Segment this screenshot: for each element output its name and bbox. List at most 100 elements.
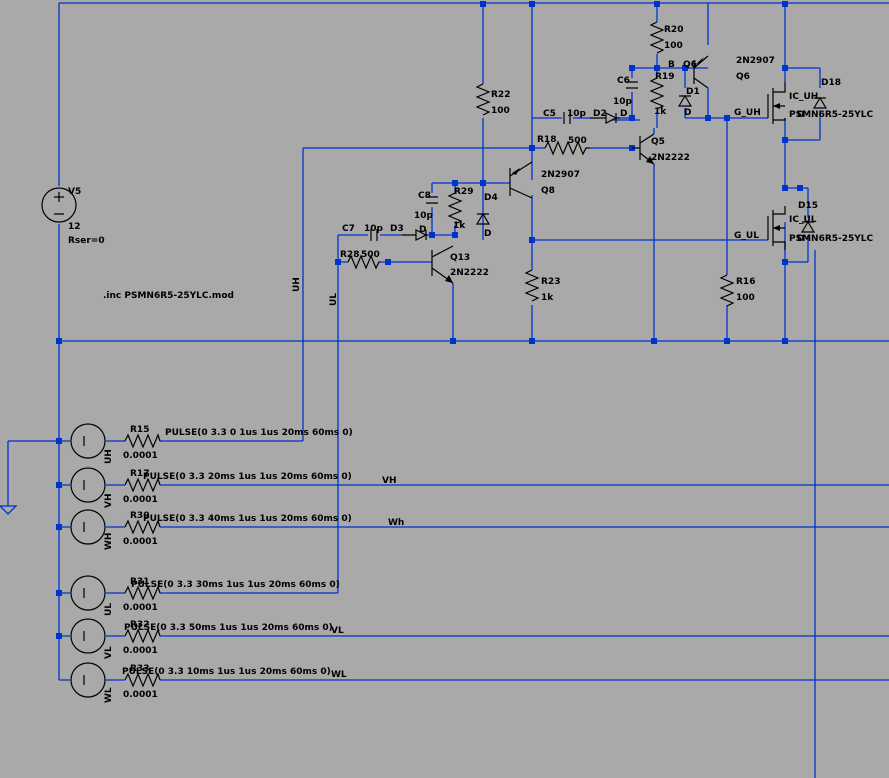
q6-name: Q6 <box>736 72 750 82</box>
q8-value: 2N2907 <box>541 170 580 180</box>
c8-capacitor[interactable] <box>426 196 438 204</box>
include-directive: .inc PSMN6R5-25YLC.mod <box>103 291 234 301</box>
pulse-spec-4: PULSE(0 3.3 50ms 1us 1us 20ms 60ms 0) <box>124 623 333 633</box>
pulse-resistor-name-2: R30 <box>130 511 149 521</box>
pulse-resistor-value-1: 0.0001 <box>123 495 158 505</box>
net-vl-label: VL <box>331 626 344 636</box>
pulse-resistor-name-1: R17 <box>130 469 149 479</box>
r28-resistor[interactable] <box>347 254 380 270</box>
pulse-resistor-value-0: 0.0001 <box>123 451 158 461</box>
pulse-resistor-name-5: R33 <box>130 664 149 674</box>
pulse-resistor-1[interactable] <box>124 477 161 493</box>
pulse-source-5[interactable] <box>70 662 106 698</box>
r16-resistor[interactable] <box>719 274 735 307</box>
mosfet-uh-name: IC_UH <box>789 92 818 102</box>
mosfet-uh[interactable] <box>767 82 786 124</box>
r20-name: R20 <box>664 25 683 35</box>
r22-value: 100 <box>491 106 510 116</box>
v5-source[interactable] <box>41 187 77 223</box>
net-uh-label: UH <box>292 277 302 292</box>
c8-value: 10p <box>414 211 434 221</box>
r16-name: R16 <box>736 277 755 287</box>
d1-value: D <box>684 108 691 118</box>
q8-pnp-transistor[interactable] <box>509 161 533 199</box>
q13-name: Q13 <box>450 253 470 263</box>
d1-name: D1 <box>686 87 700 97</box>
pulse-source-label-3: UL <box>104 603 114 616</box>
r22-resistor[interactable] <box>475 83 491 116</box>
r29-value: 1k <box>453 221 466 231</box>
d18-diode[interactable] <box>812 96 828 109</box>
pulse-spec-1: PULSE(0 3.3 20ms 1us 1us 20ms 60ms 0) <box>143 472 352 482</box>
d3-value: D <box>419 225 426 235</box>
r19-value: 1k <box>654 107 667 117</box>
q8-name: Q8 <box>541 186 555 196</box>
pulse-source-2[interactable] <box>70 509 106 545</box>
c7-capacitor[interactable] <box>370 229 378 241</box>
v5-rser: Rser=0 <box>68 236 105 246</box>
d18-name: D18 <box>821 78 841 88</box>
r23-resistor[interactable] <box>524 269 540 302</box>
c7-name: C7 <box>342 224 355 234</box>
d3-name: D3 <box>390 224 404 234</box>
c6-name: C6 <box>617 76 630 86</box>
r22-name: R22 <box>491 90 510 100</box>
pulse-source-label-5: WL <box>104 687 114 703</box>
r16-value: 100 <box>736 293 755 303</box>
mosfet-uh-value: PSMN6R5-25YLC <box>789 110 874 120</box>
r18-name: R18 <box>537 135 556 145</box>
net-b: B <box>668 60 675 70</box>
q5-npn-transistor[interactable] <box>632 133 655 165</box>
pulse-source-1[interactable] <box>70 467 106 503</box>
r20-resistor[interactable] <box>649 21 665 54</box>
pulse-resistor-5[interactable] <box>124 672 161 688</box>
c6-capacitor[interactable] <box>626 81 638 89</box>
q6-pnp-transistor[interactable] <box>693 55 709 89</box>
pulse-resistor-3[interactable] <box>124 585 161 601</box>
d1-diode[interactable] <box>677 94 693 107</box>
d4-value: D <box>484 229 491 239</box>
c5-capacitor[interactable] <box>563 112 571 124</box>
d4-diode[interactable] <box>475 212 491 225</box>
r29-resistor[interactable] <box>447 192 463 225</box>
pulse-resistor-2[interactable] <box>124 519 161 535</box>
net-wl-label: WL <box>331 670 347 680</box>
net-ul-label: UL <box>329 293 339 306</box>
q13-value: 2N2222 <box>450 268 489 278</box>
c6-value: 10p <box>613 97 633 107</box>
d18-value: D <box>797 110 804 120</box>
pulse-resistor-0[interactable] <box>124 433 161 449</box>
pulse-source-3[interactable] <box>70 575 106 611</box>
r18-resistor[interactable] <box>544 140 590 156</box>
d2-value: D <box>620 109 627 119</box>
q5-name: Q5 <box>651 137 665 147</box>
q13-npn-transistor[interactable] <box>431 245 454 284</box>
c5-value: 10p <box>567 109 587 119</box>
pulse-resistor-value-2: 0.0001 <box>123 537 158 547</box>
r19-resistor[interactable] <box>649 77 665 110</box>
c7-value: 10p <box>364 224 384 234</box>
net-g-uh: G_UH <box>734 108 761 118</box>
mosfet-ul-value: PSMN6R5-25YLC <box>789 234 874 244</box>
pulse-resistor-4[interactable] <box>124 628 161 644</box>
d4-name: D4 <box>484 193 498 203</box>
d2-name: D2 <box>593 109 607 119</box>
r23-name: R23 <box>541 277 560 287</box>
v5-name: V5 <box>68 187 81 197</box>
pulse-resistor-value-4: 0.0001 <box>123 646 158 656</box>
r28-name: R28 <box>340 250 359 260</box>
pulse-source-label-2: WH <box>104 533 114 550</box>
c8-name: C8 <box>418 191 431 201</box>
d2-diode[interactable] <box>590 112 620 124</box>
pulse-spec-3: PULSE(0 3.3 30ms 1us 1us 20ms 60ms 0) <box>131 580 340 590</box>
r19-name: R19 <box>655 72 674 82</box>
pulse-source-0[interactable] <box>70 423 106 459</box>
d15-diode[interactable] <box>800 220 816 233</box>
pulse-source-4[interactable] <box>70 618 106 654</box>
mosfet-ul[interactable] <box>767 206 786 250</box>
r23-value: 1k <box>541 293 554 303</box>
pulse-resistor-name-0: R15 <box>130 425 149 435</box>
d3-diode[interactable] <box>402 229 428 241</box>
d15-value: D <box>797 234 804 244</box>
